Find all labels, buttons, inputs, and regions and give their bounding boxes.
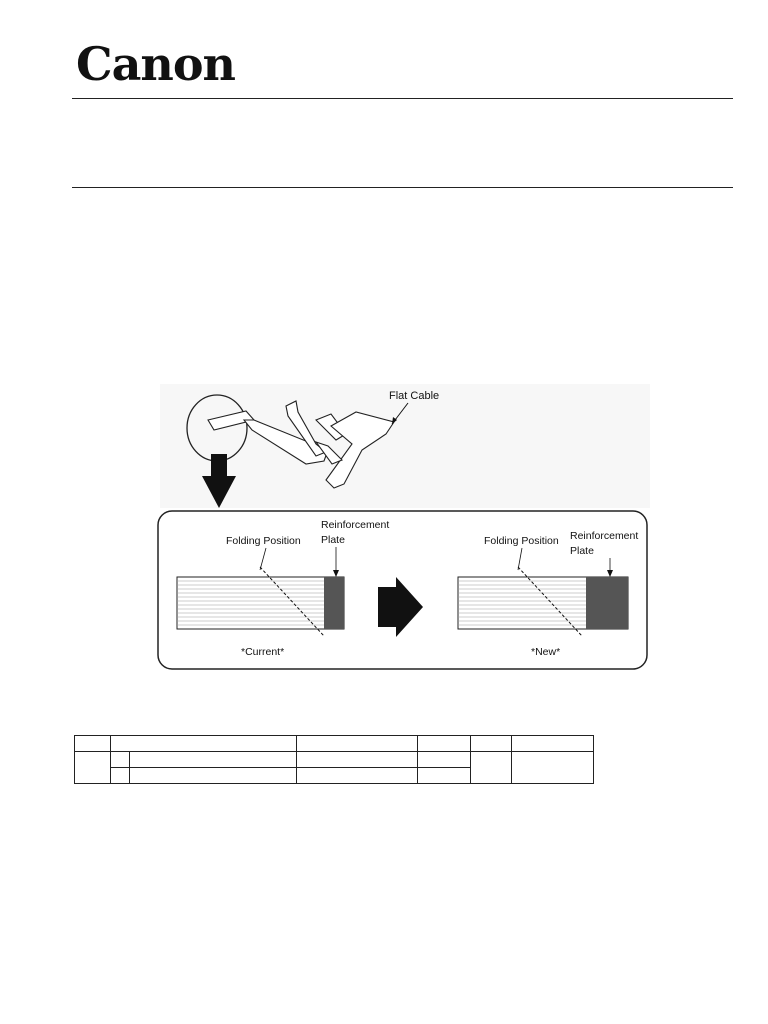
table-row [74, 751, 594, 784]
table-cell [296, 751, 418, 768]
new-caption: *New* [531, 646, 560, 658]
table-cell [296, 767, 418, 784]
table-cell [511, 751, 594, 784]
table-cell [74, 735, 111, 752]
table-cell [296, 735, 418, 752]
svg-text:Canon: Canon [76, 38, 236, 88]
current-caption: *Current* [241, 646, 284, 658]
illustration-background [160, 384, 650, 508]
canon-logo: Canon [76, 37, 248, 91]
table-cell [109, 751, 131, 768]
new-reinforcement-plate [586, 577, 628, 629]
current-cable-diagram [176, 566, 345, 637]
table-cell [417, 767, 471, 784]
table-cell [470, 735, 512, 752]
flat-cable-illustration [207, 400, 395, 489]
table-cell [129, 751, 297, 768]
current-reinforcement-label-line1: Reinforcement [321, 519, 389, 531]
new-cable-diagram [457, 566, 629, 637]
current-folding-line [259, 566, 325, 637]
right-arrow [378, 577, 423, 637]
table-row [75, 767, 594, 784]
current-folding-leader [259, 547, 267, 571]
table-cell [417, 751, 471, 768]
flat-cable-label: Flat Cable [389, 390, 439, 402]
down-arrow [202, 454, 236, 508]
table-header-row [74, 735, 594, 752]
new-folding-leader [517, 547, 523, 571]
parts-table [74, 735, 594, 784]
new-folding-line [517, 566, 583, 637]
new-reinforcement-arrowhead [607, 570, 613, 577]
new-reinforcement-label-line1: Reinforcement [570, 530, 638, 542]
new-reinforcement-label-line2: Plate [570, 545, 594, 557]
flat-cable-figure: Flat Cable Folding Position Reinforcemen… [156, 384, 652, 674]
header-rule-bottom [72, 187, 733, 188]
current-reinforcement-arrowhead [333, 570, 339, 577]
header-rule-top [72, 98, 733, 99]
current-reinforcement-label-line2: Plate [321, 534, 345, 546]
table-cell [417, 735, 471, 752]
table-cell [74, 751, 111, 784]
table-cell [129, 767, 297, 784]
table-cell [470, 751, 512, 784]
flat-cable-arrowhead [392, 417, 397, 424]
table-cell [109, 767, 131, 784]
table-cell [110, 735, 297, 752]
new-folding-position-label: Folding Position [484, 535, 559, 547]
current-reinforcement-plate [324, 577, 344, 629]
current-folding-position-label: Folding Position [226, 535, 301, 547]
table-cell [511, 735, 594, 752]
